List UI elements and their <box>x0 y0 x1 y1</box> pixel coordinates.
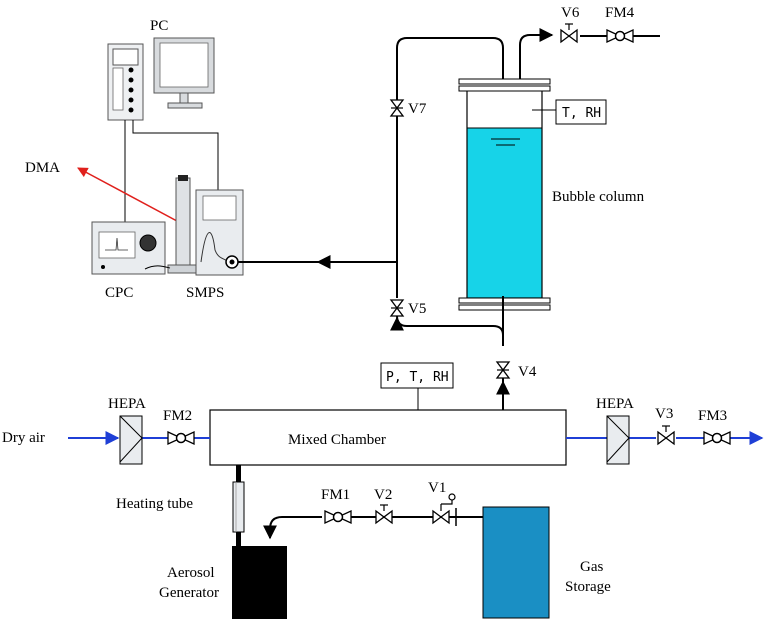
v4-label: V4 <box>518 364 537 380</box>
ptrh-sensor-box <box>380 362 454 389</box>
bubble-column <box>458 78 551 311</box>
cpc-icon <box>91 221 166 275</box>
aerosol-label-1: Aerosol <box>167 565 215 581</box>
smps-icon <box>167 175 244 276</box>
pipe-v4-to-v5 <box>396 315 504 346</box>
heating-tube-label: Heating tube <box>116 496 193 512</box>
v5-label: V5 <box>408 301 426 317</box>
pipe-column-to-v7 <box>396 37 504 298</box>
ptrh-label: P, T, RH <box>386 370 449 385</box>
aerosol-generator <box>232 546 287 619</box>
pc-label: PC <box>150 18 168 34</box>
valve-icon <box>560 29 578 43</box>
v7-label: V7 <box>408 101 427 117</box>
hepa-filter-icon <box>606 415 630 465</box>
pc-icon <box>107 43 144 121</box>
mixed-chamber-label: Mixed Chamber <box>288 432 386 448</box>
dma-arrow <box>77 167 191 229</box>
gas-storage <box>482 506 550 619</box>
hepa-filter-icon <box>119 415 143 465</box>
pc-smps-cable <box>132 120 219 190</box>
v3-label: V3 <box>655 406 673 422</box>
aerosol-label-2: Generator <box>159 585 219 601</box>
gas-storage-label-1: Gas <box>580 559 603 575</box>
fm2-label: FM2 <box>163 408 192 424</box>
gas-storage-label-2: Storage <box>565 579 611 595</box>
cpc-label: CPC <box>105 285 133 301</box>
hepa-right-label: HEPA <box>596 396 634 412</box>
heating-tube <box>232 481 245 533</box>
valve-icon <box>657 431 675 445</box>
dma-label: DMA <box>25 160 60 176</box>
bubble-column-label: Bubble column <box>552 189 645 205</box>
mixed-chamber <box>209 409 567 466</box>
smps-label: SMPS <box>186 285 224 301</box>
pipe-gas-to-generator <box>263 516 322 540</box>
cpc-smps-link <box>144 265 171 270</box>
monitor-icon <box>153 37 215 109</box>
fm4-label: FM4 <box>605 5 635 21</box>
fm3-label: FM3 <box>698 408 727 424</box>
flowmeter-icon <box>606 29 634 43</box>
heating-tube-lower <box>236 532 241 546</box>
flowmeter-icon <box>167 431 195 445</box>
pipe-column-to-v6 <box>519 28 554 79</box>
check-valve-icon <box>432 493 457 526</box>
fm1-label: FM1 <box>321 487 350 503</box>
v2-label: V2 <box>374 487 392 503</box>
flowmeter-icon <box>324 510 352 524</box>
dry-air-label: Dry air <box>2 430 45 446</box>
valve-icon <box>375 510 393 524</box>
v6-label: V6 <box>561 5 580 21</box>
trh-label: T, RH <box>562 106 601 121</box>
trh-sensor-box <box>555 99 607 125</box>
heating-tube-upper <box>236 465 241 482</box>
v1-label: V1 <box>428 480 446 496</box>
hepa-left-label: HEPA <box>108 396 146 412</box>
flowmeter-icon <box>703 431 731 445</box>
